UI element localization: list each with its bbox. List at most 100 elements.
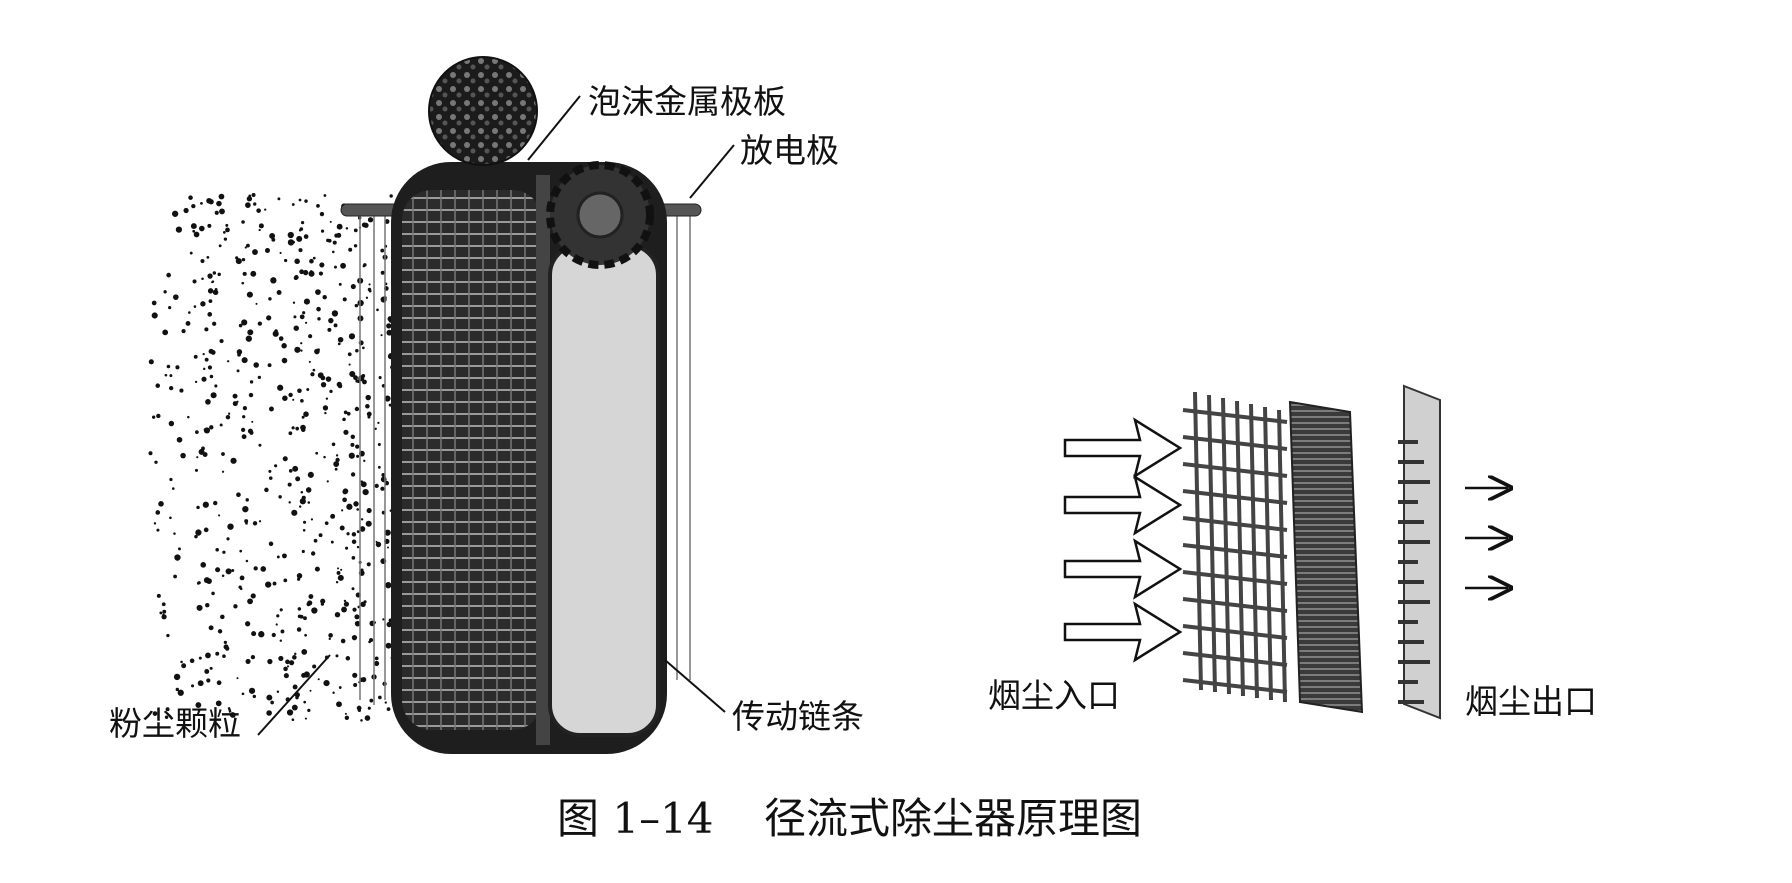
outlet-fin xyxy=(1398,620,1418,624)
dust-particle xyxy=(244,519,249,524)
dust-particle xyxy=(359,526,366,532)
dust-particle xyxy=(332,240,337,245)
dust-particle xyxy=(294,258,300,265)
grid-horizontal-bar xyxy=(1182,516,1288,532)
dust-particle xyxy=(308,334,313,339)
dust-particle xyxy=(283,673,289,679)
dust-particle xyxy=(268,469,272,473)
dust-particle xyxy=(345,546,349,550)
dust-particle xyxy=(384,701,387,704)
dust-particle xyxy=(367,217,374,223)
dust-collector-unit xyxy=(391,161,667,754)
dust-particle xyxy=(172,210,179,217)
dust-particle xyxy=(376,308,379,312)
dust-particle xyxy=(360,719,363,722)
dust-particle xyxy=(194,534,198,539)
dust-particle xyxy=(166,633,170,638)
dust-particle xyxy=(353,683,358,688)
dust-particle xyxy=(363,459,366,462)
dust-particle xyxy=(151,415,156,419)
dust-particle xyxy=(257,375,262,380)
outlet-fin xyxy=(1398,460,1424,464)
dust-particle xyxy=(289,660,295,666)
figure-title: 径流式除尘器原理图 xyxy=(764,794,1142,843)
dust-particle xyxy=(205,602,210,608)
dust-particle xyxy=(301,649,308,655)
dust-particle xyxy=(327,327,332,332)
dust-particle xyxy=(204,669,210,674)
dust-particle xyxy=(304,717,307,720)
dust-particle xyxy=(354,406,360,412)
dust-particle xyxy=(312,368,316,372)
dust-particle xyxy=(245,335,252,342)
dust-particle xyxy=(258,228,261,232)
dust-particle xyxy=(238,585,242,589)
dust-particle xyxy=(197,581,201,585)
dust-particle xyxy=(288,431,293,436)
outlet-fin xyxy=(1398,580,1424,584)
dust-particle xyxy=(316,306,321,312)
dust-particle xyxy=(292,398,295,401)
dust-particle xyxy=(278,655,284,662)
dust-particle xyxy=(187,311,191,314)
dust-particle xyxy=(207,273,213,279)
dust-particle xyxy=(190,223,197,230)
grid-horizontal-bar xyxy=(1182,651,1288,667)
grid-vertical-bar xyxy=(1249,403,1259,699)
dust-particle xyxy=(265,581,272,588)
collector-plate xyxy=(1288,400,1364,714)
dust-particle xyxy=(360,518,364,521)
dust-particle xyxy=(241,281,245,285)
outlet-fin xyxy=(1398,700,1424,704)
dust-particle xyxy=(203,367,206,371)
dust-particle xyxy=(247,329,254,336)
dust-particle xyxy=(306,602,311,607)
dust-particle xyxy=(279,251,282,255)
dust-particle xyxy=(252,521,258,526)
grid-horizontal-bar xyxy=(1182,543,1288,559)
dust-particle xyxy=(382,618,385,621)
dust-particle xyxy=(367,715,370,718)
dust-particle xyxy=(148,359,154,365)
dust-particle xyxy=(232,401,238,407)
dust-particle xyxy=(368,283,371,286)
dust-particle xyxy=(282,456,288,462)
dust-particle xyxy=(350,472,356,477)
dust-particle xyxy=(201,376,207,382)
dust-particle xyxy=(354,614,360,620)
dust-particle xyxy=(276,290,282,295)
dust-particle xyxy=(301,495,306,500)
dust-particle xyxy=(276,614,280,618)
dust-particle xyxy=(242,405,248,411)
outlet-fin xyxy=(1398,680,1418,684)
dust-particle xyxy=(220,614,225,620)
dust-particle xyxy=(264,487,269,493)
dust-particle xyxy=(203,527,209,533)
dust-particle xyxy=(172,294,179,300)
dust-particle xyxy=(152,711,158,716)
dust-particle xyxy=(207,312,213,317)
dust-particle xyxy=(348,452,355,459)
dust-particle xyxy=(227,360,230,363)
dust-particle xyxy=(309,258,314,264)
dust-particle xyxy=(196,604,203,611)
dust-particle xyxy=(207,223,212,228)
dust-particle xyxy=(253,202,257,206)
dust-particle xyxy=(287,239,295,246)
dust-particle xyxy=(241,220,245,224)
dust-particle xyxy=(322,294,327,300)
dust-particle xyxy=(202,452,208,457)
dust-particle xyxy=(208,299,213,304)
dust-particle xyxy=(223,237,228,241)
dust-particle xyxy=(296,235,303,242)
dust-particle xyxy=(242,415,246,419)
dust-particle xyxy=(363,263,367,267)
dust-particle xyxy=(295,426,300,431)
dust-particle xyxy=(200,202,203,205)
dust-particle xyxy=(200,258,205,264)
dust-particle xyxy=(351,635,358,641)
dust-particle xyxy=(202,501,209,508)
dust-particle xyxy=(212,321,217,326)
label-discharge-electrode: 放电极 xyxy=(740,131,839,170)
dust-particle xyxy=(355,349,359,353)
